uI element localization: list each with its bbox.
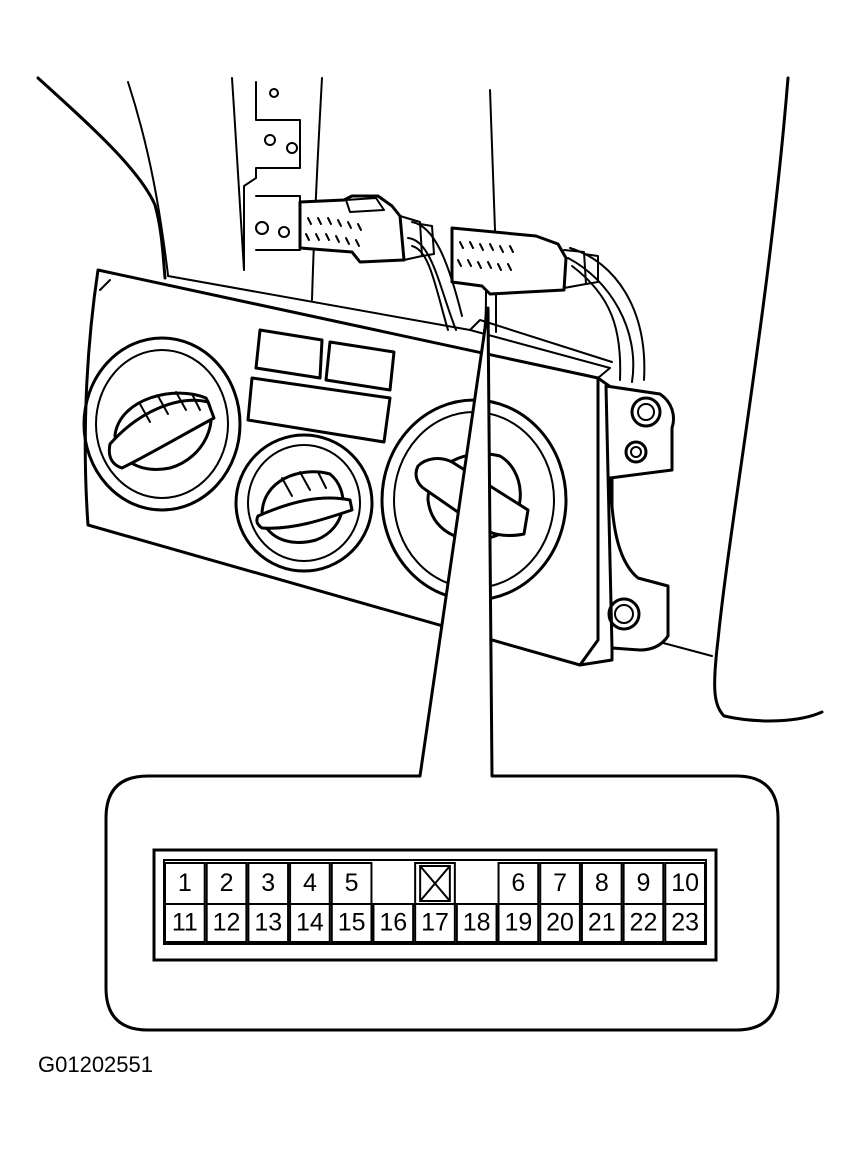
pin-number: 6 (511, 869, 525, 897)
pin-cell-box (580, 862, 623, 905)
pin-cell-box (247, 862, 290, 905)
pin-cell-box (622, 903, 665, 943)
pin-cell-box (664, 903, 706, 943)
pin-cell: 23 (664, 903, 706, 943)
pin-cell-box (330, 903, 373, 943)
pin-number: 14 (296, 909, 324, 937)
pin-number: 5 (345, 869, 359, 897)
pin-cell: 2 (205, 862, 248, 905)
pin-cell: 15 (330, 903, 373, 943)
pin-number: 18 (463, 909, 491, 937)
temperature-knob (82, 336, 242, 512)
pin-number: 15 (338, 909, 366, 937)
pin-number: 12 (213, 909, 241, 937)
pin-cell-box (622, 862, 665, 905)
pin-cell-box (205, 903, 248, 943)
pin-cell (414, 862, 456, 905)
pin-cell-box (330, 862, 373, 905)
pin-number: 9 (637, 869, 651, 897)
connector-right (450, 226, 599, 296)
pin-number: 2 (220, 869, 234, 897)
pin-cell-box (372, 903, 415, 943)
pin-cell: 6 (497, 862, 540, 905)
pin-cell-box (205, 862, 248, 905)
control-panel (82, 268, 675, 667)
dashboard-outline (36, 76, 824, 723)
pin-cell: 17 (414, 903, 456, 943)
pin-cell: 1 (164, 862, 206, 905)
pin-number: 11 (172, 909, 198, 937)
pin-cell-box (664, 862, 706, 905)
pin-number: 10 (671, 869, 699, 897)
pin-cell: 12 (205, 903, 248, 943)
pin-cell: 10 (664, 862, 706, 905)
pin-cell-box (497, 903, 540, 943)
pin-cell: 7 (539, 862, 581, 905)
mounting-bracket (243, 81, 301, 271)
pin-cell: 5 (330, 862, 373, 905)
pin-cell: 22 (622, 903, 665, 943)
pin-cell: 21 (580, 903, 623, 943)
pin-cell-box (455, 903, 498, 943)
pin-cell-box (580, 903, 623, 943)
figure-code: G01202551 (38, 1052, 153, 1077)
pin-number: 17 (421, 909, 449, 937)
pin-cell: 16 (372, 903, 415, 943)
pin-cell-box (164, 903, 206, 943)
pin-cell: 4 (289, 862, 331, 905)
pin-cell: 9 (622, 862, 665, 905)
pin-cell: 11 (164, 903, 206, 943)
pin-number: 4 (303, 869, 317, 897)
pin-number: 8 (595, 869, 609, 897)
pin-number: 23 (671, 909, 699, 937)
blocked-pin-mark (419, 865, 451, 902)
pin-cell-box (289, 903, 331, 943)
pin-cell: 8 (580, 862, 623, 905)
pin-number: 13 (254, 909, 282, 937)
pin-cell-box (247, 903, 290, 943)
pin-number: 19 (504, 909, 532, 937)
pin-number: 3 (261, 869, 275, 897)
pin-number: 1 (178, 869, 192, 897)
fan-speed-knob (234, 433, 374, 573)
pin-number: 7 (553, 869, 567, 897)
pin-cell: 14 (289, 903, 331, 943)
pin-cell-box (414, 903, 456, 943)
pin-number: 21 (588, 909, 616, 937)
pin-cell: 20 (539, 903, 581, 943)
pin-number: 22 (630, 909, 658, 937)
pin-cell: 18 (455, 903, 498, 943)
connector-left (298, 194, 435, 264)
pin-cell: 3 (247, 862, 290, 905)
pin-cell-box (539, 903, 581, 943)
pin-number: 20 (546, 909, 574, 937)
pin-number: 16 (379, 909, 407, 937)
pin-cell-box (497, 862, 540, 905)
pin-cell: 13 (247, 903, 290, 943)
pin-cell: 19 (497, 903, 540, 943)
